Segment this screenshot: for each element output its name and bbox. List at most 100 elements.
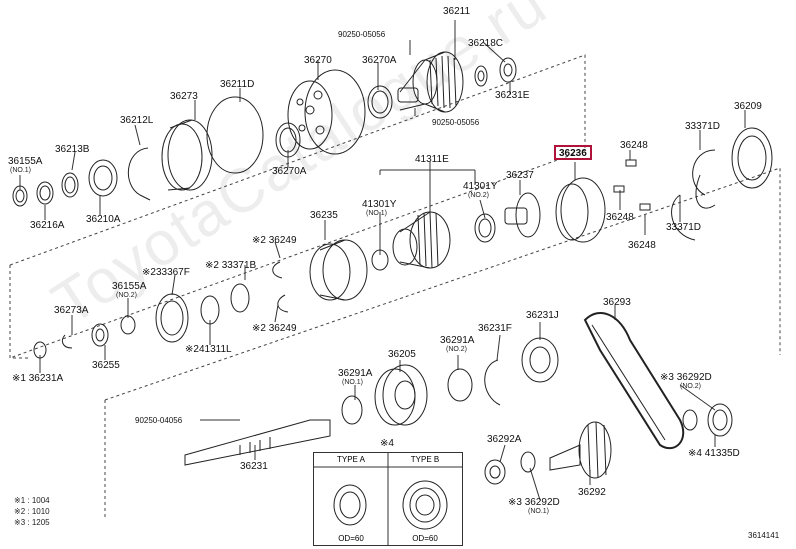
label-36248-mid[interactable]: 36248 — [606, 212, 634, 223]
part-36212l-drawing — [127, 147, 151, 201]
part-36218c-drawing — [474, 65, 488, 87]
label-36231f[interactable]: 36231F — [478, 323, 512, 334]
part-36211-drawing — [397, 51, 464, 113]
highlighted-part-label: 36236 — [559, 148, 587, 159]
part-36255-drawing — [91, 323, 109, 347]
part-36231j-drawing — [521, 337, 559, 383]
label-33371d-top[interactable]: 33371D — [685, 121, 721, 132]
type-a-dimension: OD=60 — [338, 534, 364, 543]
label-241311l[interactable]: ※241311L — [185, 344, 232, 355]
footnote-3: ※3 : 1205 — [14, 518, 50, 527]
part-36237-drawing — [504, 192, 541, 238]
part-33371b-drawing — [230, 283, 250, 313]
label-36231e[interactable]: 36231E — [495, 90, 530, 101]
part-36205-drawing — [374, 364, 428, 426]
label-36209[interactable]: 36209 — [734, 101, 762, 112]
label-36273[interactable]: 36273 — [170, 91, 198, 102]
label-36205[interactable]: 36205 — [388, 349, 416, 360]
label-36248-low[interactable]: 36248 — [628, 240, 656, 251]
label-36216a[interactable]: 36216A — [30, 220, 65, 231]
label-90250-05056-top[interactable]: 90250-05056 — [338, 30, 386, 39]
part-36291a-1-drawing — [341, 395, 363, 425]
type-b-header: TYPE B — [410, 455, 440, 464]
label-36155a-no2[interactable]: 36155A — [112, 281, 147, 292]
part-36231-shaft-drawing — [184, 419, 331, 466]
label-36210a[interactable]: 36210A — [86, 214, 121, 225]
label-36237[interactable]: 36237 — [506, 170, 534, 181]
type-b-dimension: OD=60 — [412, 534, 438, 543]
label-36248-top[interactable]: 36248 — [620, 140, 648, 151]
label-36292d-no2[interactable]: ※3 36292D — [660, 372, 712, 383]
footnote-1: ※1 : 1004 — [14, 496, 50, 505]
label-36273a[interactable]: 36273A — [54, 305, 89, 316]
part-36213b-drawing — [61, 172, 79, 198]
label-90250-04056[interactable]: 90250-04056 — [135, 416, 183, 425]
part-36235-drawing — [309, 239, 368, 301]
part-36236-drawing — [555, 177, 606, 243]
label-36291a-no2[interactable]: 36291A — [440, 335, 475, 346]
label-36249-top[interactable]: ※2 36249 — [252, 235, 297, 246]
part-41335d-drawing — [707, 403, 733, 437]
label-36231a[interactable]: ※1 36231A — [12, 373, 64, 384]
label-36291a-no1[interactable]: 36291A — [338, 368, 373, 379]
part-36270a-drawing — [275, 85, 393, 158]
label-36255[interactable]: 36255 — [92, 360, 120, 371]
label-41301y-no2[interactable]: 41301Y — [463, 181, 498, 192]
label-41301y-no2-sub: (NO.2) — [468, 192, 489, 199]
label-41311e[interactable]: 41311E — [415, 154, 449, 165]
highlighted-part-36236[interactable]: 36236 — [554, 145, 592, 160]
part-36231f-drawing — [484, 359, 501, 406]
label-36211[interactable]: 36211 — [443, 6, 471, 17]
part-36209-drawing — [731, 127, 773, 189]
label-90250-05056-mid[interactable]: 90250-05056 — [432, 118, 480, 127]
label-33371b[interactable]: ※2 33371B — [205, 260, 257, 271]
part-36211d-drawing — [206, 96, 264, 174]
part-36231a-drawing — [33, 341, 47, 359]
label-36249-low[interactable]: ※2 36249 — [252, 323, 297, 334]
diagram-code: 3614141 — [748, 531, 780, 540]
type-a-header: TYPE A — [336, 455, 365, 464]
label-36211d[interactable]: 36211D — [220, 79, 255, 90]
label-36270a-mid[interactable]: 36270A — [272, 166, 307, 177]
type-table-grid — [314, 453, 462, 545]
part-36155a-2-drawing — [120, 315, 136, 335]
label-type-note-4: ※4 — [380, 438, 394, 449]
label-36213b[interactable]: 36213B — [55, 144, 90, 155]
label-36155a-no1-sub: (NO.1) — [10, 167, 31, 174]
footnote-2: ※2 : 1010 — [14, 507, 50, 516]
part-36292-drawing — [549, 421, 612, 479]
label-233367f[interactable]: ※233367F — [142, 267, 190, 278]
part-41311e-drawing — [392, 211, 451, 269]
label-33371d-mid[interactable]: 33371D — [666, 222, 702, 233]
part-36292a-drawing — [484, 459, 506, 485]
label-36212l[interactable]: 36212L — [120, 115, 154, 126]
label-36292d-no1-sub: (NO.1) — [528, 508, 549, 515]
label-41301y-no1[interactable]: 41301Y — [362, 199, 397, 210]
label-36292[interactable]: 36292 — [578, 487, 606, 498]
label-36218c[interactable]: 36218C — [468, 38, 504, 49]
part-36270-drawing — [287, 69, 366, 155]
part-36273-drawing — [161, 119, 213, 191]
part-36249-drawing — [272, 261, 289, 313]
label-36231j[interactable]: 36231J — [526, 310, 559, 321]
part-33371d-drawing — [671, 149, 716, 241]
label-41301y-no1-sub: (NO.1) — [366, 210, 387, 217]
label-36155a-no2-sub: (NO.2) — [116, 292, 137, 299]
label-36155a-no1[interactable]: 36155A — [8, 156, 43, 167]
label-41335d[interactable]: ※4 41335D — [688, 448, 740, 459]
label-36235[interactable]: 36235 — [310, 210, 338, 221]
part-233367f-drawing — [155, 293, 189, 343]
part-36210a-drawing — [88, 159, 118, 197]
label-36292d-no2-sub: (NO.2) — [680, 383, 701, 390]
part-41311l-drawing — [200, 295, 220, 325]
label-36270a-top[interactable]: 36270A — [362, 55, 397, 66]
label-36292a[interactable]: 36292A — [487, 434, 522, 445]
part-36155a-drawing — [12, 185, 28, 207]
label-36231[interactable]: 36231 — [240, 461, 268, 472]
part-36216a-drawing — [36, 181, 54, 205]
label-36292d-no1[interactable]: ※3 36292D — [508, 497, 560, 508]
label-36293[interactable]: 36293 — [603, 297, 631, 308]
label-36270[interactable]: 36270 — [304, 55, 332, 66]
